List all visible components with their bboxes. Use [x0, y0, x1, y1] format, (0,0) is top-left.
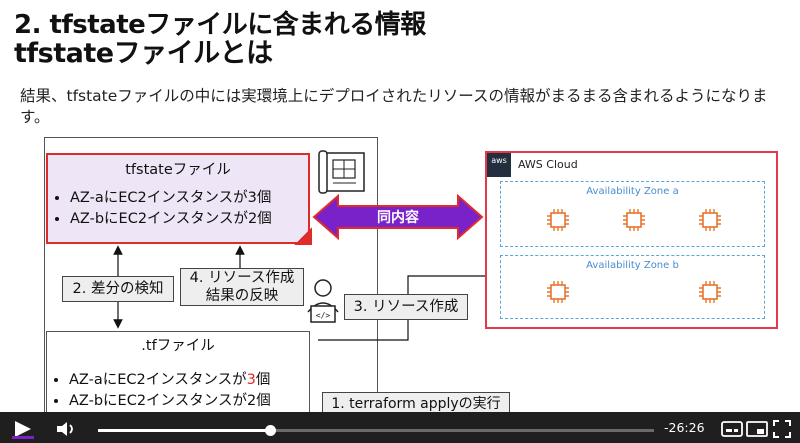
- tfstate-file-list: AZ-aにEC2インスタンスが3個 AZ-bにEC2インスタンスが2個: [48, 188, 272, 230]
- play-icon[interactable]: [12, 419, 34, 439]
- progress-track[interactable]: [98, 425, 654, 436]
- blueprint-document-icon: [318, 150, 365, 194]
- availability-zone-b: Availability Zone b: [500, 255, 765, 319]
- volume-icon[interactable]: [55, 420, 77, 438]
- tfstate-item-az-a: AZ-aにEC2インスタンスが3個: [70, 188, 272, 209]
- step-reflect-result-label: 4. リソース作成 結果の反映: [180, 268, 304, 306]
- availability-zone-a-label: Availability Zone a: [586, 186, 679, 197]
- availability-zone-a: Availability Zone a: [500, 181, 765, 247]
- tfstate-file-fold-corner: [294, 227, 312, 245]
- ec2-instance-icon: [699, 209, 721, 231]
- time-remaining: -26:26: [664, 420, 705, 435]
- closed-captions-icon[interactable]: [721, 420, 743, 438]
- slide-description: 結果、tfstateファイルの中には実環境上にデプロイされたリソースの情報がまる…: [20, 87, 768, 126]
- changed-count: 3: [246, 372, 256, 388]
- ec2-instance-icon: [547, 209, 569, 231]
- aws-cloud-label: AWS Cloud: [518, 158, 578, 171]
- aws-cloud-box: [485, 151, 778, 329]
- video-player-bar: [0, 412, 800, 443]
- tfstate-item-az-b: AZ-bにEC2インスタンスが2個: [70, 209, 272, 230]
- ec2-instance-icon: [699, 281, 721, 303]
- progress-scrubber-handle[interactable]: [265, 425, 277, 436]
- tf-file-heading: .tfファイル: [141, 338, 215, 354]
- tf-file-list: AZ-aにEC2インスタンスが3個 AZ-bにEC2インスタンスが2個: [47, 370, 271, 412]
- tfstate-file-heading: tfstateファイル: [125, 162, 231, 178]
- same-content-double-arrow: [312, 194, 484, 240]
- tf-file-box: .tfファイル AZ-aにEC2インスタンスが3個 AZ-bにEC2インスタンス…: [46, 331, 310, 419]
- same-content-label: 同内容: [377, 210, 419, 226]
- tfstate-file-box: tfstateファイル AZ-aにEC2インスタンスが3個 AZ-bにEC2イン…: [46, 153, 310, 244]
- ec2-instance-icon: [623, 209, 645, 231]
- slide-title: 2. tfstateファイルに含まれる情報: [14, 10, 426, 40]
- step-resource-create-label: 3. リソース作成: [344, 294, 468, 320]
- step-diff-detection-label: 2. 差分の検知: [62, 276, 174, 302]
- availability-zone-b-label: Availability Zone b: [586, 260, 679, 271]
- aws-logo-icon: aws: [487, 153, 511, 177]
- picture-in-picture-icon[interactable]: [746, 420, 768, 438]
- progress-fill: [98, 429, 271, 432]
- fullscreen-icon[interactable]: [772, 419, 792, 439]
- tf-item-az-a: AZ-aにEC2インスタンスが3個: [69, 370, 271, 391]
- tf-item-az-b: AZ-bにEC2インスタンスが2個: [69, 391, 271, 412]
- slide-subtitle: tfstateファイルとは: [14, 38, 273, 69]
- ec2-instance-icon: [547, 281, 569, 303]
- svg-text:</>: </>: [316, 311, 331, 320]
- developer-laptop-icon: </>: [307, 279, 339, 323]
